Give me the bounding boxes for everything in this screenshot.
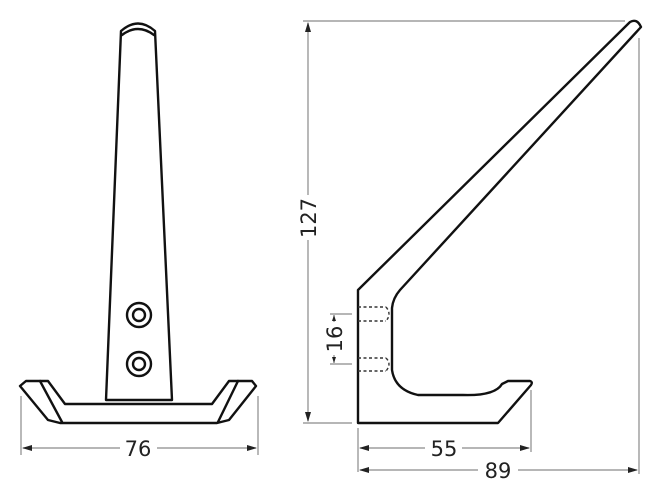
hidden-hole-2-cap — [385, 357, 390, 372]
screw-hole-lower-outer — [125, 350, 153, 378]
hook-profile-side — [356, 19, 643, 425]
arrow-right-icon — [247, 445, 257, 451]
arrow-left-icon — [22, 445, 32, 451]
screw-hole-upper-outer — [125, 301, 153, 329]
dimension-label-89: 89 — [485, 459, 512, 483]
arrow-down-icon — [305, 412, 311, 422]
hook-base-front — [18, 379, 258, 425]
arrow-89-left-icon — [359, 467, 369, 473]
dimension-label-16: 16 — [323, 326, 347, 353]
dimension-label-55: 55 — [431, 437, 458, 461]
arrow-55-left-icon — [359, 445, 369, 451]
left-arm-inner-edge — [38, 379, 64, 424]
hidden-hole-1-cap — [385, 306, 390, 322]
arrow-55-right-icon — [520, 445, 530, 451]
arrow-small-down-icon — [332, 357, 336, 363]
arrow-up-icon — [305, 22, 311, 32]
stem-top-cap — [120, 27, 156, 37]
hidden-screw-holes — [358, 306, 390, 372]
dimension-label-127: 127 — [297, 198, 321, 238]
dimension-label-76: 76 — [125, 437, 152, 461]
screw-hole-upper-inner — [131, 307, 147, 323]
front-view: 76 — [18, 22, 259, 461]
side-view: 127 16 55 89 — [297, 19, 643, 483]
screw-hole-lower-inner — [131, 356, 147, 372]
hook-stem-front — [104, 22, 174, 402]
right-arm-inner-edge — [216, 379, 240, 424]
arrow-89-right-icon — [628, 467, 638, 473]
arrow-small-up-icon — [332, 315, 336, 321]
